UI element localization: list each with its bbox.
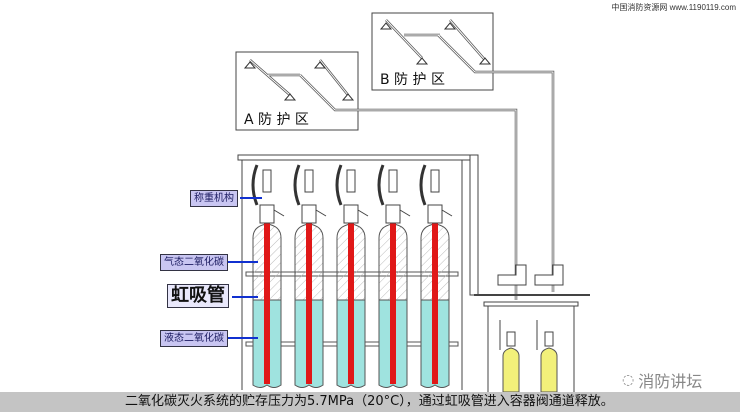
- zone-a-label: A 防 护 区: [244, 112, 309, 128]
- label-weighing-mechanism: 称重机构: [190, 190, 238, 207]
- zone-b-label: B 防 护 区: [380, 72, 445, 88]
- co2-cylinder: [419, 164, 453, 388]
- pilot-cylinder: [540, 331, 558, 393]
- label-siphon-tube: 虹吸管: [167, 284, 229, 308]
- co2-cylinder: [293, 164, 327, 388]
- cylinder-cabinet: [237, 154, 590, 390]
- caption-text: 二氧化碳灭火系统的贮存压力为5.7MPa（20°C），通过虹吸管进入容器阀通道释…: [125, 394, 614, 409]
- pilot-cabinet: [483, 264, 579, 393]
- co2-cylinder: [335, 164, 369, 388]
- protection-zone-b: B 防 护 区: [371, 12, 555, 292]
- label-liquid-co2: 液态二氧化碳: [160, 330, 228, 347]
- brand-name: 消防讲坛: [638, 372, 703, 391]
- caption-bar: 二氧化碳灭火系统的贮存压力为5.7MPa（20°C），通过虹吸管进入容器阀通道释…: [0, 392, 740, 412]
- label-gaseous-co2: 气态二氧化碳: [160, 254, 228, 271]
- label-pointers: [228, 197, 262, 339]
- co2-cylinder: [377, 164, 411, 388]
- co2-cylinder: [251, 164, 285, 388]
- brand-badge: ◌ 消防讲坛: [622, 368, 702, 392]
- site-watermark: 中国消防资源网 www.1190119.com: [611, 3, 736, 12]
- wechat-icon: ◌: [622, 372, 635, 388]
- protection-zone-a: A 防 护 区: [235, 51, 518, 300]
- pilot-cylinder: [502, 331, 520, 393]
